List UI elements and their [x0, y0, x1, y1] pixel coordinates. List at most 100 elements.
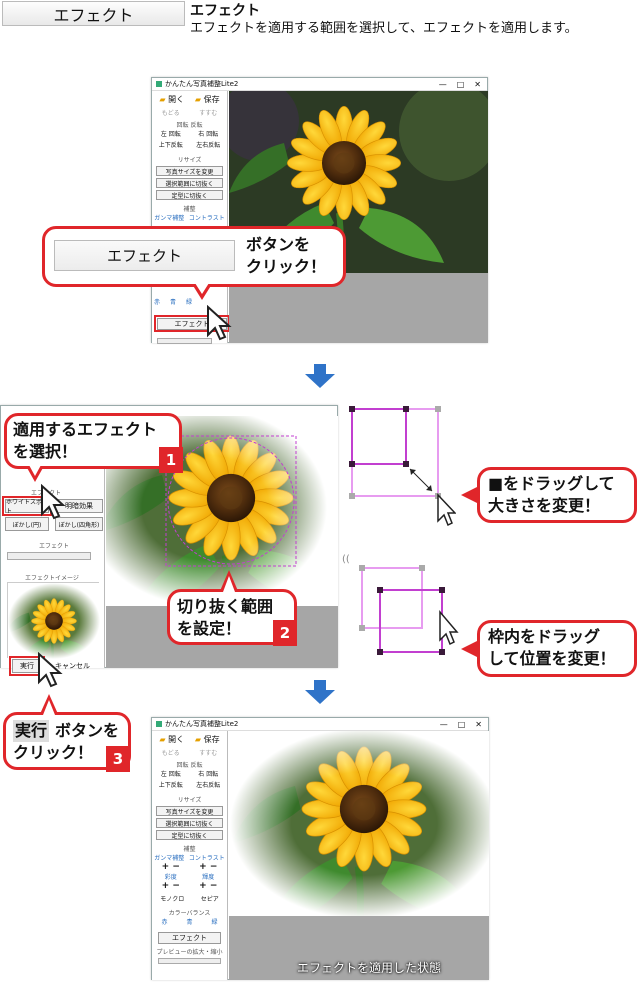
folder-icon: ▰ — [159, 735, 166, 744]
fixed-crop-button[interactable]: 定型に切抜く — [156, 190, 223, 200]
preview-zoom-label: プレビューの拡大・縮小 — [156, 949, 223, 956]
window-title: かんたん写真補整Lite2 — [165, 80, 239, 88]
resize-section-label: リサイズ — [177, 157, 202, 164]
resize-callout-text: ■をドラッグして 大きさを変更！ — [488, 474, 615, 515]
section-description: エフェクトを適用する範囲を選択して、エフェクトを適用します。 — [190, 21, 578, 36]
green-balance-label: 緑 — [211, 919, 218, 926]
fixed-crop-button[interactable]: 定型に切抜く — [156, 830, 223, 840]
blur-rect-button[interactable]: ぼかし(四角形) — [55, 517, 103, 531]
red-balance-label: 赤 — [161, 919, 168, 926]
effect-strength-label: エフェクト — [39, 543, 70, 550]
resize-frame-diagram — [349, 406, 456, 527]
step2-callout2-text: 切り抜く範囲 を設定！ — [177, 597, 274, 638]
correction-section-label: 補整 — [183, 206, 196, 213]
undo-button[interactable]: もどる — [161, 750, 180, 757]
effect-header-button: エフェクト — [2, 1, 185, 26]
mouse-cursor-icon — [41, 484, 66, 520]
flip-vertical-button[interactable]: 上下反転 — [158, 142, 183, 149]
crop-selection-button[interactable]: 選択範囲に切抜く — [156, 818, 223, 828]
callout3-tail-inner — [43, 700, 55, 715]
saturation-stepper[interactable]: + − — [161, 881, 180, 891]
white-spot-button[interactable]: ホワイトスポット — [5, 499, 49, 515]
photo-size-button[interactable]: 写真サイズを変更 — [156, 166, 223, 176]
step2-callout1 — [4, 413, 182, 469]
move-frame-diagram: (( — [342, 554, 459, 655]
open-button[interactable]: ▰ 開く — [159, 95, 185, 104]
crop-selection-button[interactable]: 選択範囲に切抜く — [156, 178, 223, 188]
maximize-icon[interactable]: □ — [456, 79, 465, 89]
result-caption: エフェクトを適用した状態 — [297, 961, 442, 975]
step3-callout-text: ボタンを クリック！ — [13, 721, 120, 762]
redo-button[interactable]: すすむ — [199, 110, 218, 117]
mono-button[interactable]: モノクロ — [160, 896, 185, 903]
callout-tail-inner — [195, 283, 209, 294]
down-arrow-icon — [305, 364, 335, 388]
mouse-cursor-icon — [207, 305, 232, 341]
step3-canvas: エフェクトを適用した状態 — [229, 731, 489, 980]
maximize-icon[interactable]: □ — [457, 719, 466, 729]
sunflower-result-image — [229, 731, 489, 916]
rotate-left-button[interactable]: 左 回転 — [160, 771, 181, 778]
section-title: エフェクト — [190, 3, 260, 19]
window-titlebar: かんたん写真補整Lite2 — □ ✕ — [152, 78, 487, 91]
close-icon[interactable]: ✕ — [475, 719, 482, 729]
app-icon — [156, 81, 162, 87]
resize-callout — [477, 467, 637, 523]
preview-zoom-slider[interactable] — [157, 338, 212, 344]
minimize-icon[interactable]: — — [439, 719, 448, 729]
step3-app-window: かんたん写真補整Lite2 —□✕ ▰ 開く ▰ 保存 もどるすすむ 回転 反転… — [151, 717, 489, 980]
undo-button[interactable]: もどる — [161, 110, 180, 117]
callout1-tail-inner — [29, 465, 41, 476]
gamma-tab[interactable]: ガンマ補整 — [154, 855, 185, 862]
resize-callout-tail — [461, 486, 479, 504]
step-badge-1: 1 — [159, 447, 183, 473]
move-callout-tail — [461, 640, 479, 658]
preview-zoom-slider[interactable] — [158, 958, 221, 964]
step1-app-window: かんたん写真補整Lite2 — □ ✕ ▰ 開く ▰ 保存 もどる すすむ 回転 反転… — [151, 77, 488, 344]
flip-horizontal-button[interactable]: 左右反転 — [196, 782, 221, 789]
contrast-tab[interactable]: コントラスト — [188, 855, 225, 862]
resize-section-label: リサイズ — [177, 797, 202, 804]
move-callout — [477, 620, 637, 677]
app-icon — [156, 721, 162, 727]
callout2-tail-inner — [223, 576, 235, 592]
effect-strength-slider[interactable] — [7, 552, 91, 560]
step-badge-2: 2 — [273, 620, 297, 646]
rotate-right-button[interactable]: 右 回転 — [198, 131, 219, 138]
save-button[interactable]: ▰ 保存 — [194, 735, 220, 744]
brightness-stepper[interactable]: + − — [199, 881, 218, 891]
step2-callout1-text: 適用するエフェクト を選択！ — [13, 420, 158, 461]
contrast-stepper[interactable]: + − — [199, 862, 218, 872]
blue-balance-label: 青 — [186, 919, 193, 926]
contrast-tab[interactable]: コントラスト — [188, 215, 225, 222]
photo-size-button[interactable]: 写真サイズを変更 — [156, 806, 223, 816]
rotate-section-label: 回転 反転 — [176, 762, 203, 769]
close-icon[interactable]: ✕ — [474, 79, 481, 89]
cancel-button[interactable]: キャンセル — [55, 662, 90, 670]
redo-button[interactable]: すすむ — [199, 750, 218, 757]
green-balance-label: 緑 — [186, 299, 193, 306]
open-button[interactable]: ▰ 開く — [159, 735, 185, 744]
minimize-icon[interactable]: — — [438, 79, 447, 89]
callout-effect-button: エフェクト — [54, 240, 235, 271]
blur-circle-button[interactable]: ぼかし(円) — [5, 517, 49, 531]
flip-vertical-button[interactable]: 上下反転 — [158, 782, 183, 789]
gamma-tab[interactable]: ガンマ補整 — [154, 215, 185, 222]
gamma-stepper[interactable]: + − — [161, 862, 180, 872]
step-badge-3: 3 — [106, 746, 130, 772]
step3-sidebar: ▰ 開く ▰ 保存 もどる すすむ 回転 反転 左 回転 右 回転 上下反転 左右反転… — [152, 731, 228, 980]
save-button[interactable]: ▰ 保存 — [194, 95, 220, 104]
effect-preview-thumb — [4, 582, 100, 677]
effect-button[interactable]: エフェクト — [158, 932, 221, 944]
rotate-left-button[interactable]: 左 回転 — [160, 131, 181, 138]
flip-horizontal-button[interactable]: 左右反転 — [196, 142, 221, 149]
correction-section-label: 補整 — [183, 846, 196, 853]
sepia-button[interactable]: セピア — [200, 896, 219, 903]
down-arrow-icon — [305, 680, 335, 704]
save-icon: ▰ — [194, 95, 202, 104]
rotate-right-button[interactable]: 右 回転 — [198, 771, 219, 778]
mouse-cursor-icon — [38, 652, 63, 688]
step1-sidebar: ▰ 開く ▰ 保存 もどる すすむ 回転 反転 左 回転 右 回転 上下反転 左右反転… — [152, 91, 230, 344]
color-balance-label: カラーバランス — [168, 910, 211, 917]
rotate-section-label: 回転 反転 — [176, 122, 203, 129]
